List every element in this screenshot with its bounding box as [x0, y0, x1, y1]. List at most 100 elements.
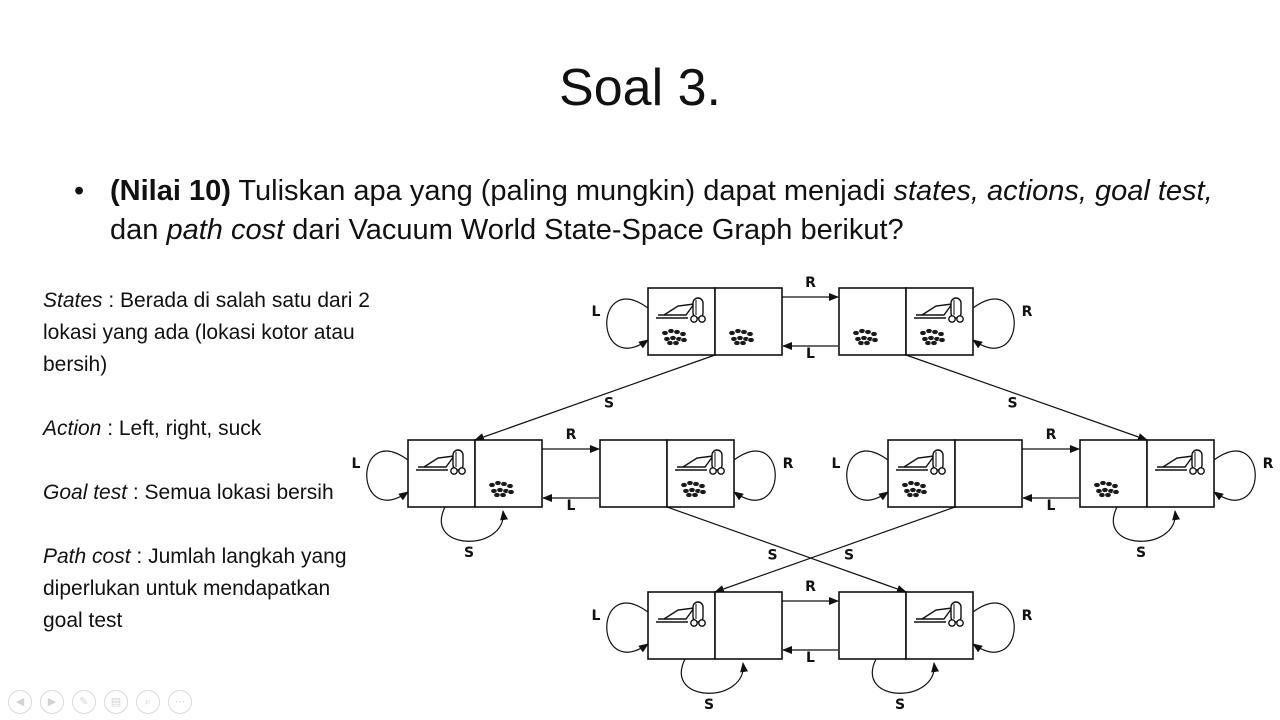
- state-box: [599, 439, 735, 508]
- slideshow-controls: ◀ ▶ ✎ ▤ ⌕ ⋯: [8, 690, 192, 714]
- loop-left: [366, 450, 409, 501]
- question-body: (Nilai 10) Tuliskan apa yang (paling mun…: [110, 172, 1234, 250]
- transition-label: S: [1007, 396, 1017, 412]
- answer-term: Action: [43, 417, 102, 440]
- answer-definition: : Semua lokasi bersih: [127, 481, 334, 504]
- dirt-icon: [901, 480, 928, 498]
- dirt-icon: [728, 328, 755, 346]
- cell-right: [474, 439, 543, 508]
- question-score: (Nilai 10): [110, 175, 231, 207]
- vacuum-icon: [656, 297, 706, 323]
- vacuum-icon: [656, 601, 706, 627]
- cell-right: [714, 287, 783, 356]
- vacuum-icon: [914, 297, 964, 323]
- transition-label: S: [895, 697, 905, 713]
- answer-definition: : Jumlah langkah yang diperlukan untuk m…: [43, 545, 347, 632]
- loop-left: [606, 298, 649, 349]
- question-part: dan: [110, 214, 167, 246]
- cell-left: [1079, 439, 1148, 508]
- dirt-icon: [852, 328, 879, 346]
- transition-label: R: [1263, 456, 1274, 472]
- loop-suck: [440, 506, 509, 542]
- more-icon[interactable]: ⋯: [168, 690, 192, 714]
- transition-label: S: [1136, 545, 1146, 561]
- dirt-icon: [680, 480, 707, 498]
- transition-label: L: [832, 456, 841, 472]
- vacuum-icon: [914, 601, 964, 627]
- cell-right: [1146, 439, 1215, 508]
- answer-term: States: [43, 289, 103, 312]
- transition-label: L: [1047, 498, 1056, 514]
- dirt-icon: [1093, 480, 1120, 498]
- cell-left: [599, 439, 668, 508]
- arrow-suck: [905, 354, 1148, 441]
- answer-goal-test: Goal test : Semua lokasi bersih: [43, 477, 373, 509]
- answer-states: States : Berada di salah satu dari 2 lok…: [43, 285, 373, 381]
- state-box: [647, 287, 783, 356]
- loop-right: [1213, 450, 1256, 501]
- transition-label: S: [604, 396, 614, 412]
- transition-label: S: [704, 697, 714, 713]
- vacuum-icon: [1155, 449, 1205, 475]
- transition-label: R: [783, 456, 794, 472]
- transition-label: S: [767, 548, 777, 564]
- loop-right: [733, 450, 776, 501]
- answer-definition: : Left, right, suck: [101, 417, 262, 440]
- arrow-suck: [666, 506, 907, 593]
- cell-left: [647, 591, 716, 660]
- question-part: Tuliskan apa yang (paling mungkin) dapat…: [230, 175, 894, 207]
- transition-label: R: [1022, 608, 1033, 624]
- loop-right: [972, 298, 1015, 349]
- previous-icon[interactable]: ◀: [8, 690, 32, 714]
- vacuum-icon: [896, 449, 946, 475]
- transition-label: L: [592, 608, 601, 624]
- state-box: [407, 439, 543, 508]
- cell-right: [954, 439, 1023, 508]
- question-term: path cost: [166, 214, 285, 246]
- question-text: • (Nilai 10) Tuliskan apa yang (paling m…: [74, 172, 1234, 250]
- pen-icon[interactable]: ✎: [72, 690, 96, 714]
- transition-label: L: [806, 346, 815, 362]
- transition-label: R: [805, 579, 816, 595]
- slide-title: Soal 3.: [559, 59, 721, 117]
- transition-label: L: [567, 498, 576, 514]
- arrow-suck: [714, 506, 956, 593]
- answer-action: Action : Left, right, suck: [43, 413, 373, 445]
- transition-label: L: [592, 304, 601, 320]
- state-box: [1079, 439, 1215, 508]
- transition-label: L: [352, 456, 361, 472]
- answer-path-cost: Path cost : Jumlah langkah yang diperluk…: [43, 541, 373, 637]
- answer-definition: : Berada di salah satu dari 2 lokasi yan…: [43, 289, 370, 376]
- answer-term: Goal test: [43, 481, 128, 504]
- transition-label: R: [1022, 304, 1033, 320]
- transition-label: L: [806, 650, 815, 666]
- answer-list: States : Berada di salah satu dari 2 lok…: [43, 285, 373, 637]
- loop-left: [606, 602, 649, 653]
- loop-suck: [680, 658, 749, 694]
- zoom-icon[interactable]: ⌕: [136, 690, 160, 714]
- state-box: [838, 287, 974, 356]
- cell-right: [714, 591, 783, 660]
- slides-icon[interactable]: ▤: [104, 690, 128, 714]
- loop-right: [972, 602, 1015, 653]
- question-part: dari Vacuum World State-Space Graph beri…: [284, 214, 904, 246]
- dirt-icon: [919, 328, 946, 346]
- cell-left: [838, 591, 907, 660]
- transition-label: R: [566, 427, 577, 443]
- bullet-icon: •: [74, 175, 85, 207]
- loop-suck: [1112, 506, 1181, 542]
- state-box: [887, 439, 1023, 508]
- vacuum-icon: [675, 449, 725, 475]
- dirt-icon: [661, 328, 688, 346]
- state-box: [838, 591, 974, 660]
- cell-left: [838, 287, 907, 356]
- transition-label: S: [844, 548, 854, 564]
- transition-label: S: [464, 545, 474, 561]
- play-icon[interactable]: ▶: [40, 690, 64, 714]
- state-box: [647, 591, 783, 660]
- loop-suck: [871, 658, 940, 694]
- transition-label: R: [1046, 427, 1057, 443]
- dirt-icon: [488, 480, 515, 498]
- answer-term: Path cost: [43, 545, 131, 568]
